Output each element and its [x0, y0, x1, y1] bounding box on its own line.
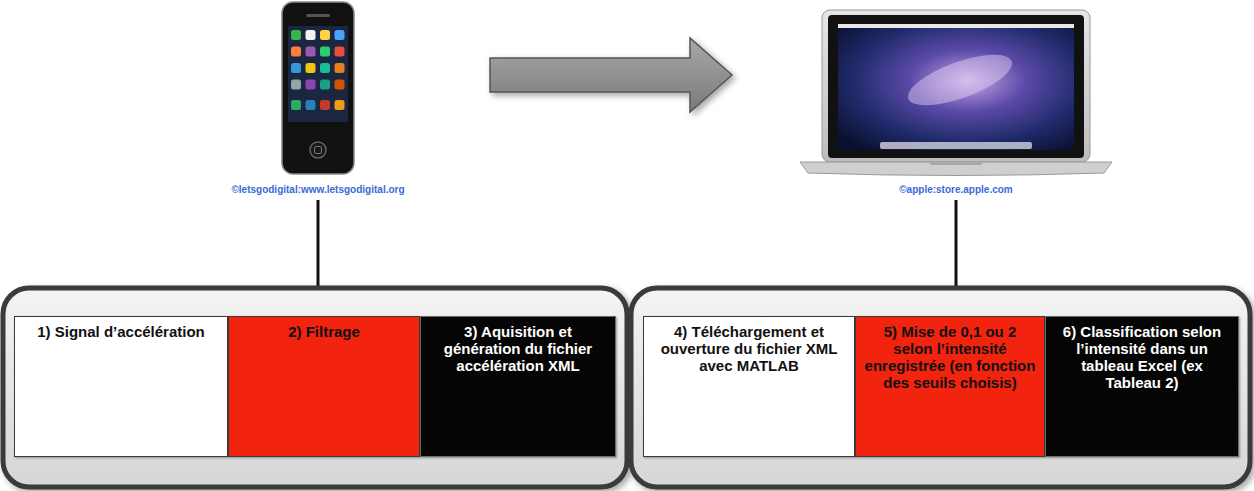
step-label: 1) Signal d’accélération: [15, 317, 227, 346]
app-icon: [335, 80, 345, 90]
app-icon: [306, 100, 316, 110]
app-icon: [291, 63, 301, 73]
group-panel: [631, 288, 1250, 487]
process-box: 5) Mise de 0,1 ou 2 selon l’intensité en…: [855, 316, 1045, 457]
step-label: 2) Filtrage: [229, 317, 419, 346]
process-box: 6) Classification selon l’intensité dans…: [1045, 316, 1239, 457]
stem-line: [955, 200, 958, 288]
app-icon: [291, 30, 301, 40]
flow-arrow: [490, 38, 732, 112]
app-icon: [320, 30, 330, 40]
step-label: 6) Classification selon l’intensité dans…: [1046, 317, 1238, 397]
app-icon: [291, 47, 301, 57]
step-label: 3) Aquisition et génération du fichier a…: [421, 317, 615, 380]
app-icon: [306, 47, 316, 57]
group-panel: [3, 288, 627, 487]
process-box: 1) Signal d’accélération: [14, 316, 228, 457]
app-icon: [335, 30, 345, 40]
process-box: 4) Téléchargement et ouverture du fichie…: [643, 316, 855, 457]
app-icon: [320, 47, 330, 57]
app-icon: [335, 100, 345, 110]
phone-illustration: [282, 2, 354, 174]
process-box: 2) Filtrage: [228, 316, 420, 457]
step-label: 5) Mise de 0,1 ou 2 selon l’intensité en…: [856, 317, 1044, 397]
laptop-illustration: [800, 10, 1112, 176]
stem-line: [317, 200, 320, 288]
image-credit: ©letsgodigital:www.letsgodigital.org: [231, 184, 404, 196]
app-icon: [306, 63, 316, 73]
app-icon: [306, 30, 316, 40]
app-icon: [320, 80, 330, 90]
app-icon: [335, 47, 345, 57]
app-icon: [306, 80, 316, 90]
app-icon: [320, 63, 330, 73]
app-icon: [320, 100, 330, 110]
app-icon: [291, 100, 301, 110]
process-box: 3) Aquisition et génération du fichier a…: [420, 316, 616, 457]
step-label: 4) Téléchargement et ouverture du fichie…: [644, 317, 854, 380]
app-icon: [335, 63, 345, 73]
app-icon: [291, 80, 301, 90]
image-credit: ©apple:store.apple.com: [899, 184, 1013, 196]
